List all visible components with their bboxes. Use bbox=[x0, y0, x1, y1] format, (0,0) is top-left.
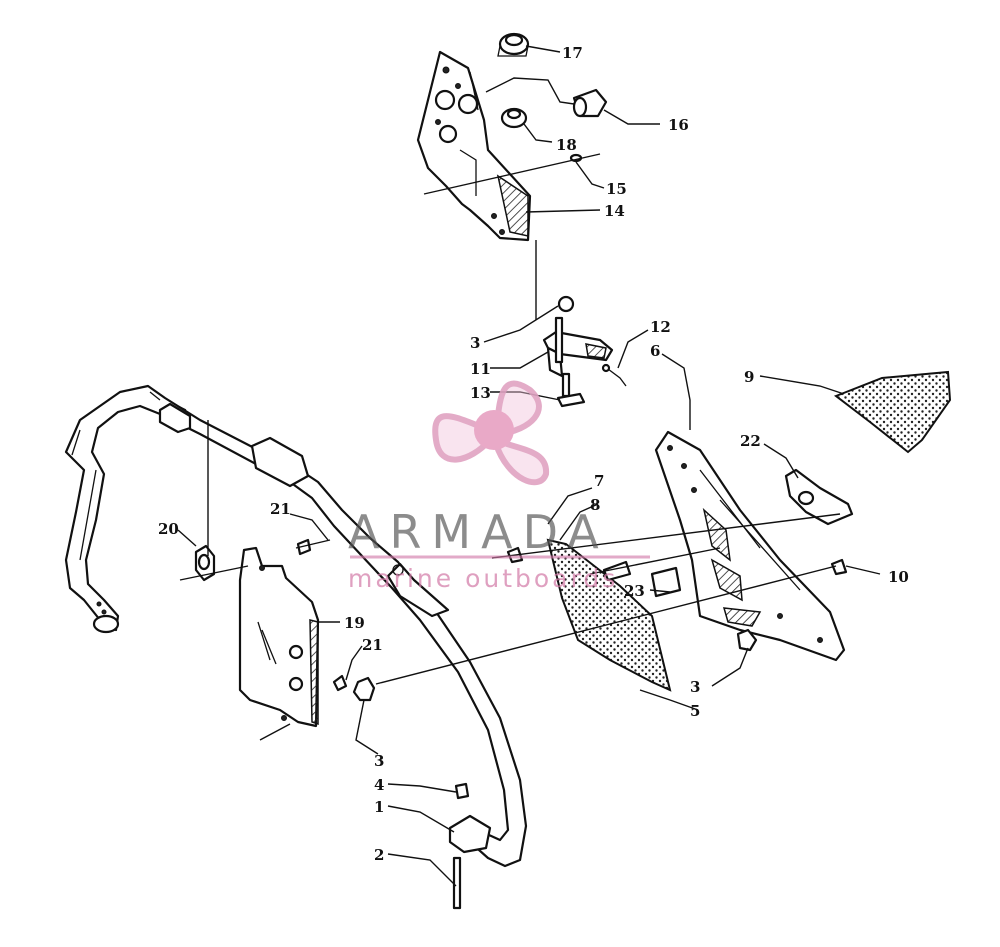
clamp-20 bbox=[194, 544, 216, 582]
callout-3-top: 3 bbox=[470, 334, 480, 352]
propeller-hub bbox=[474, 410, 514, 450]
callout-16: 16 bbox=[668, 116, 689, 134]
bumper-tube bbox=[64, 384, 528, 868]
callout-19: 19 bbox=[344, 614, 365, 632]
leader-lines bbox=[177, 45, 881, 887]
callout-4: 4 bbox=[374, 776, 384, 794]
knob-16 bbox=[572, 88, 608, 118]
watermark: ARMADA marine outboards bbox=[348, 380, 650, 593]
callout-11: 11 bbox=[470, 360, 491, 378]
bracket-11 bbox=[542, 295, 614, 398]
deflector-9 bbox=[833, 370, 952, 454]
callout-13: 13 bbox=[470, 384, 491, 402]
grommet-18 bbox=[500, 107, 528, 129]
dash-bracket-14 bbox=[416, 50, 532, 242]
callout-3-right: 3 bbox=[690, 678, 700, 696]
callout-17: 17 bbox=[562, 44, 583, 62]
callout-22: 22 bbox=[740, 432, 761, 450]
callout-1: 1 bbox=[374, 798, 384, 816]
callout-labels: 17 16 18 15 14 3 12 11 6 9 13 22 7 8 21 … bbox=[158, 44, 909, 864]
screw-12 bbox=[601, 363, 627, 387]
callout-9: 9 bbox=[744, 368, 754, 386]
callout-23: 23 bbox=[624, 582, 645, 600]
callout-12: 12 bbox=[650, 318, 671, 336]
callout-2: 2 bbox=[374, 846, 384, 864]
callout-7: 7 bbox=[594, 472, 604, 490]
plate-13 bbox=[556, 392, 586, 408]
callout-21-top: 21 bbox=[270, 500, 291, 518]
grommet-17 bbox=[497, 32, 530, 57]
callout-8: 8 bbox=[590, 496, 600, 514]
watermark-tagline: marine outboards bbox=[348, 564, 618, 593]
hardware-bits bbox=[296, 538, 848, 910]
callout-10: 10 bbox=[888, 568, 909, 586]
callout-5: 5 bbox=[690, 702, 700, 720]
callout-21-mid: 21 bbox=[362, 636, 383, 654]
callout-3-left: 3 bbox=[374, 752, 384, 770]
plate-19 bbox=[238, 546, 320, 728]
propeller-icon bbox=[432, 380, 550, 486]
callout-20: 20 bbox=[158, 520, 179, 538]
callout-18: 18 bbox=[556, 136, 577, 154]
callout-14: 14 bbox=[604, 202, 625, 220]
callout-15: 15 bbox=[606, 180, 627, 198]
plate-5 bbox=[546, 538, 672, 692]
watermark-brand: ARMADA bbox=[348, 505, 609, 559]
panel-6 bbox=[654, 430, 846, 662]
callout-6: 6 bbox=[650, 342, 660, 360]
bracket-22 bbox=[784, 468, 854, 526]
